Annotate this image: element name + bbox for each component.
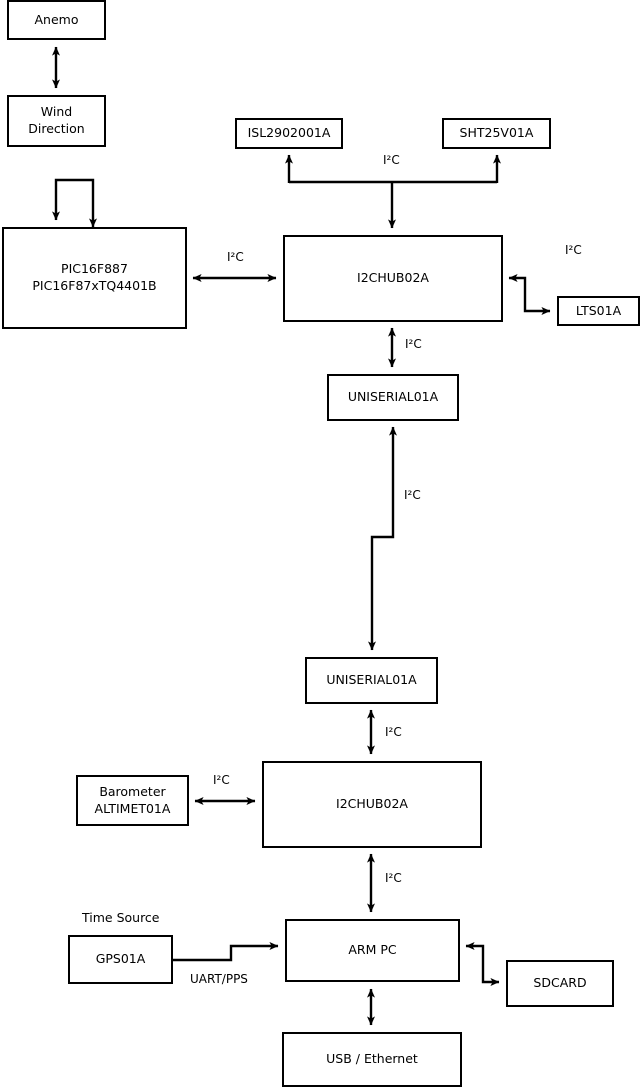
edge-label-hub-to-sensors: I²C	[383, 153, 400, 167]
node-barometer-altimet01a[interactable]: Barometer ALTIMET01A	[76, 775, 189, 826]
node-gps01a[interactable]: GPS01A	[68, 935, 173, 984]
edge-label-pic-to-hub: I²C	[227, 250, 244, 264]
node-arm-pc[interactable]: ARM PC	[285, 919, 460, 982]
node-i2chub02a-bottom[interactable]: I2CHUB02A	[262, 761, 482, 848]
node-sdcard[interactable]: SDCARD	[506, 960, 614, 1007]
node-lts01a[interactable]: LTS01A	[557, 296, 640, 326]
connector-uniserial-link	[368, 426, 397, 651]
node-usb-ethernet[interactable]: USB / Ethernet	[282, 1032, 462, 1087]
node-uniserial01a-bottom[interactable]: UNISERIAL01A	[305, 657, 438, 704]
edge-label-barometer-to-hub: I²C	[213, 773, 230, 787]
edge-label-hub-to-lts: I²C	[565, 243, 582, 257]
node-pic-mcu[interactable]: PIC16F887 PIC16F87xTQ4401B	[2, 227, 187, 329]
connector-gps-armpc	[173, 942, 279, 962]
edge-label-gps-to-armpc: UART/PPS	[190, 972, 248, 986]
edge-label-hub-to-armpc: I²C	[385, 871, 402, 885]
edge-label-hub-to-uniserial-top: I²C	[405, 337, 422, 351]
node-wind-direction[interactable]: Wind Direction	[7, 95, 106, 147]
node-isl2902001a[interactable]: ISL2902001A	[235, 118, 343, 149]
edge-label-uniserial-link: I²C	[404, 488, 421, 502]
edge-label-uniserial-bottom-to-hub: I²C	[385, 725, 402, 739]
connector-pic-winddirection	[52, 178, 97, 228]
node-uniserial01a-top[interactable]: UNISERIAL01A	[327, 374, 459, 421]
connector-armpc-sdcard	[465, 942, 500, 986]
node-sht25v01a[interactable]: SHT25V01A	[442, 118, 551, 149]
node-anemo[interactable]: Anemo	[7, 0, 106, 40]
connector-i2chub-lts	[508, 274, 551, 315]
label-time-source: Time Source	[82, 910, 160, 925]
node-i2chub02a-top[interactable]: I2CHUB02A	[283, 235, 503, 322]
